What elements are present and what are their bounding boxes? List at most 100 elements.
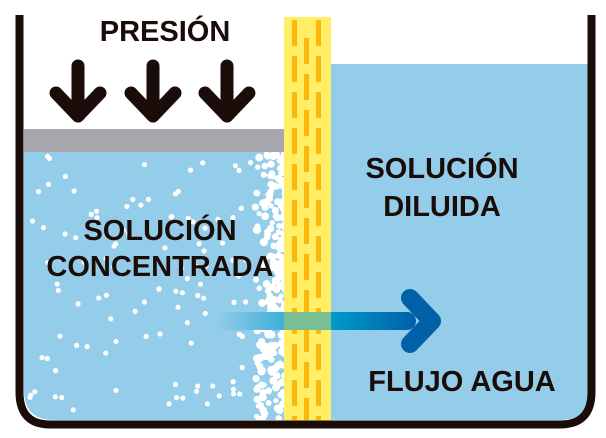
salt-particle <box>257 367 266 376</box>
salt-particle <box>231 391 237 397</box>
salt-particle <box>193 388 200 394</box>
salt-particle <box>173 394 180 401</box>
salt-particle <box>46 155 53 162</box>
salt-particle <box>254 384 261 390</box>
salt-particle <box>232 163 238 169</box>
membrane-pore <box>304 326 309 352</box>
salt-particle <box>169 214 175 220</box>
salt-particle <box>242 299 249 305</box>
salt-particle <box>175 304 181 310</box>
salt-particle <box>172 381 179 388</box>
salt-particle <box>236 331 242 337</box>
salt-particle <box>71 188 77 194</box>
salt-particle <box>113 338 119 345</box>
salt-particle <box>203 263 209 269</box>
salt-particle <box>231 299 237 305</box>
pressure-arrows <box>49 59 256 123</box>
salt-particle <box>180 395 186 401</box>
salt-particle <box>73 235 79 241</box>
membrane-pore <box>304 362 309 388</box>
salt-particle <box>265 296 273 304</box>
salt-particle <box>267 188 274 195</box>
salt-particle <box>196 241 202 247</box>
salt-particle <box>259 346 267 353</box>
membrane-pore <box>316 344 321 370</box>
salt-particle <box>255 153 264 162</box>
salt-particle <box>40 225 47 231</box>
salt-particle <box>202 310 208 317</box>
dilute-solution-label-line1: SOLUCIÓN <box>365 151 518 185</box>
salt-particle <box>173 288 179 294</box>
salt-particle <box>111 264 117 270</box>
salt-particle <box>265 387 273 395</box>
salt-particle <box>230 379 236 385</box>
membrane-pore <box>316 272 321 298</box>
salt-particle <box>255 415 263 420</box>
membrane-pore <box>292 56 297 82</box>
salt-particle <box>200 160 206 166</box>
salt-particle <box>271 233 279 241</box>
salt-particle <box>124 203 130 210</box>
salt-particle <box>75 301 81 307</box>
salt-particle <box>254 164 261 170</box>
salt-particle <box>270 242 278 250</box>
salt-particle <box>230 215 236 221</box>
salt-particle <box>201 248 207 254</box>
salt-particle <box>273 268 282 276</box>
salt-particle <box>141 299 148 305</box>
membrane-pore <box>292 344 297 370</box>
salt-particle <box>261 265 268 272</box>
salt-particle <box>263 197 271 206</box>
salt-particle <box>268 203 274 209</box>
concentrated-solution-label-line1: SOLUCIÓN <box>83 213 236 247</box>
salt-particle <box>52 368 59 374</box>
salt-particle <box>259 238 269 247</box>
membrane-pore <box>316 92 321 118</box>
salt-particle <box>267 367 276 376</box>
salt-particle <box>243 257 249 263</box>
salt-particle <box>252 276 260 283</box>
salt-particle <box>94 215 100 221</box>
membrane-pore <box>304 182 309 208</box>
salt-particle <box>261 204 269 212</box>
salt-particle <box>204 401 211 407</box>
salt-particle <box>96 295 102 301</box>
salt-particle <box>275 415 282 420</box>
pressure-label: PRESIÓN <box>100 14 231 48</box>
salt-particle <box>103 292 110 298</box>
salt-particle <box>184 275 190 282</box>
membrane-pore <box>316 416 321 420</box>
salt-particle <box>278 179 285 186</box>
membrane-pore <box>292 416 297 420</box>
membrane-pore <box>316 380 321 406</box>
membrane-pore <box>316 20 321 46</box>
salt-particle <box>162 245 168 251</box>
salt-particle <box>236 167 242 173</box>
salt-particle <box>261 212 270 221</box>
salt-particle <box>252 375 260 383</box>
salt-particle <box>108 316 114 322</box>
salt-particle <box>179 290 186 296</box>
membrane-pore <box>304 38 309 64</box>
salt-particle <box>273 397 279 404</box>
salt-particle <box>70 407 76 413</box>
down-arrow-icon <box>198 59 256 123</box>
salt-particle <box>88 211 94 217</box>
salt-particle <box>256 211 262 217</box>
membrane-pore <box>304 146 309 172</box>
salt-particle <box>267 349 275 358</box>
semipermeable-membrane <box>284 17 331 421</box>
salt-particle <box>145 196 152 202</box>
salt-particle <box>257 402 265 409</box>
membrane-pore <box>304 290 309 316</box>
salt-particle <box>252 225 262 234</box>
membrane-pore <box>316 236 321 262</box>
membrane-pore <box>292 20 297 46</box>
salt-particle <box>93 208 100 214</box>
down-arrow-icon <box>124 59 182 123</box>
salt-particle <box>39 354 45 361</box>
salt-particle <box>45 181 52 187</box>
salt-particle <box>103 350 109 356</box>
salt-particle <box>260 171 267 178</box>
salt-particle <box>132 308 138 314</box>
